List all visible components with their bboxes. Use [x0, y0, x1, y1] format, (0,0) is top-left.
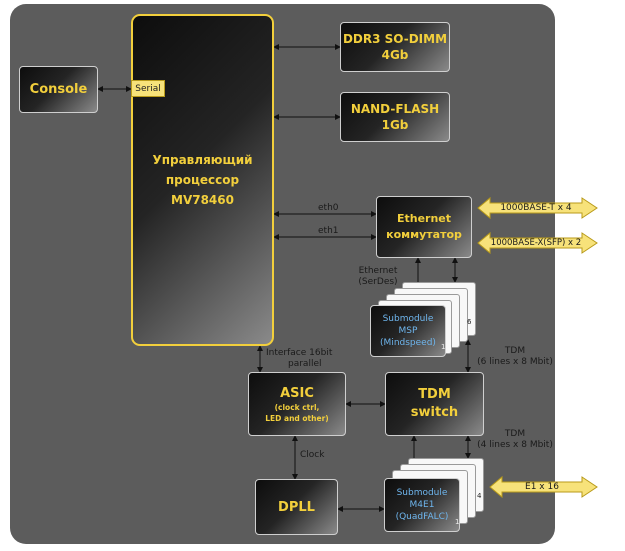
m4e1-num-4: 4 [477, 492, 482, 500]
serial-label: Serial [135, 83, 161, 94]
board-panel [10, 4, 555, 544]
asic-line1: ASIC [280, 385, 314, 401]
cpu-line2: процессор [165, 173, 240, 187]
tdm-switch-line1: TDM [418, 387, 451, 402]
eth-switch-line1: Ethernet [396, 212, 452, 225]
port-1000t-text: 1000BASE-T x 4 [500, 203, 572, 213]
m4e1-line1: Submodule [396, 488, 448, 498]
cpu-box: Управляющий процессор MV78460 [131, 14, 274, 346]
tdm-upper-label: TDM (6 lines x 8 Mbit) [470, 346, 560, 368]
msp-num-6: 6 [467, 318, 472, 326]
m4e1-box: Submodule M4E1 (QuadFALC) [384, 478, 460, 532]
port-1000x-label: 1000BASE-X(SFP) x 2 [486, 234, 586, 252]
nand-box: NAND-FLASH 1Gb [340, 92, 450, 142]
cpu-line1: Управляющий [152, 153, 253, 167]
eth1-label: eth1 [318, 226, 339, 236]
interface-line2: parallel [288, 359, 322, 369]
serdes-line2: (SerDes) [358, 277, 398, 287]
tdm-switch-line2: switch [410, 405, 459, 420]
ethernet-switch-box: Ethernet коммутатор [376, 196, 472, 258]
eth-switch-line2: коммутатор [386, 228, 462, 241]
msp-box: Submodule MSP (Mindspeed) [370, 305, 446, 357]
tdm-lower-label: TDM (4 lines x 8 Mbit) [470, 429, 560, 451]
arrow-1000x-shape [477, 231, 598, 255]
ddr-line1: DDR3 SO-DIMM [342, 32, 448, 46]
serial-tag: Serial [131, 80, 165, 97]
ddr-line2: 4Gb [381, 48, 409, 62]
serdes-line1: Ethernet [358, 266, 398, 276]
console-label: Console [29, 82, 88, 97]
eth0-label: eth0 [318, 203, 339, 213]
msp-line1: Submodule [382, 314, 434, 324]
nand-line1: NAND-FLASH [350, 102, 440, 116]
m4e1-line3: (QuadFALC) [395, 512, 449, 522]
interface-label: Interface 16bit parallel [266, 348, 332, 370]
console-box: Console [19, 66, 98, 113]
tdm-upper-line1: TDM [504, 346, 526, 356]
msp-line3: (Mindspeed) [380, 338, 436, 348]
ethernet-serdes-label: Ethernet (SerDes) [348, 266, 408, 288]
tdm-switch-box: TDM switch [385, 372, 484, 436]
msp-num-1: 1 [441, 343, 446, 351]
arrow-1000t-shape [477, 196, 598, 220]
asic-line2: (clock ctrl, [274, 402, 320, 412]
tdm-lower-line2: (4 lines x 8 Mbit) [477, 440, 553, 450]
dpll-box: DPLL [255, 479, 338, 535]
tdm-lower-line1: TDM [504, 429, 526, 439]
asic-line3: LED and other) [265, 413, 329, 423]
dpll-label: DPLL [278, 499, 315, 515]
asic-box: ASIC (clock ctrl, LED and other) [248, 372, 346, 436]
ddr-box: DDR3 SO-DIMM 4Gb [340, 22, 450, 72]
nand-line2: 1Gb [381, 118, 409, 132]
m4e1-num-1: 1 [455, 518, 460, 526]
e1-label: E1 x 16 [502, 478, 582, 496]
e1-text: E1 x 16 [525, 482, 559, 492]
m4e1-line2: M4E1 [409, 500, 435, 510]
arrow-e1-shape [489, 475, 598, 499]
tdm-upper-line2: (6 lines x 8 Mbit) [477, 357, 553, 367]
interface-line1: Interface 16bit [266, 348, 333, 358]
clock-label: Clock [300, 450, 325, 460]
port-1000x-text: 1000BASE-X(SFP) x 2 [490, 238, 582, 248]
cpu-line3: MV78460 [171, 193, 234, 207]
msp-line2: MSP [398, 326, 418, 336]
port-1000t-label: 1000BASE-T x 4 [490, 199, 582, 217]
